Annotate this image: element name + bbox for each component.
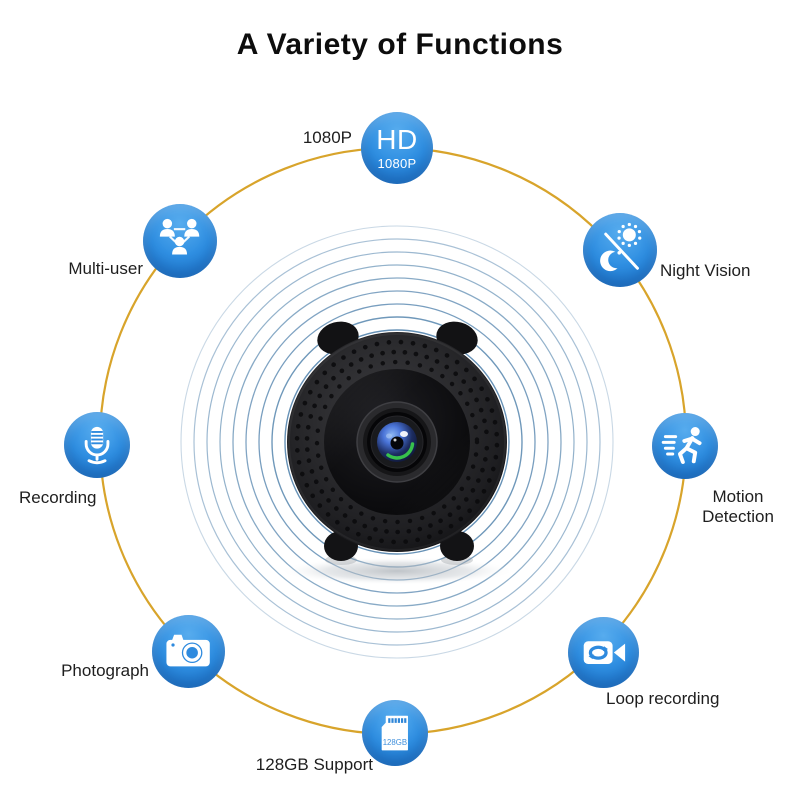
feature-label-photograph: Photograph [61,661,149,680]
multi-user-badge [143,204,217,278]
sd-card-label: 128GB [383,738,407,747]
loop-recording-badge [568,617,639,688]
camera-shadow [279,555,515,585]
hd-badge-subtext: 1080P [377,156,417,171]
hd-badge-text: HD [376,124,418,155]
feature-label-1080p: 1080P [302,128,352,147]
hd-1080p-icon: HD 1080P [376,124,418,171]
sd-card-icon: 128GB [381,715,408,751]
microphone-icon [84,426,110,465]
motion-detection-badge [652,413,718,479]
photograph-badge [152,615,225,688]
feature-label-128gb-support: 128GB Support [255,755,373,774]
motion-detection-icon [661,426,702,464]
hd-1080p-badge: HD 1080P [361,112,433,184]
page-title: A Variety of Functions [236,28,564,61]
photograph-icon [166,635,211,667]
signal-rings [180,225,614,659]
loop-recording-icon [583,641,626,665]
recording-badge [64,412,130,478]
feature-label-loop-recording: Loop recording [606,689,720,708]
storage-badge: 128GB [362,700,428,766]
feature-label-recording: Recording [19,488,97,507]
feature-label-motion-detection: Motion Detection [702,487,774,527]
feature-label-multi-user: Multi-user [68,259,143,278]
multi-user-icon [160,219,200,255]
night-vision-badge [583,213,657,287]
feature-label-night-vision: Night Vision [660,261,751,280]
mini-camera [287,321,507,561]
night-vision-icon [600,223,642,272]
